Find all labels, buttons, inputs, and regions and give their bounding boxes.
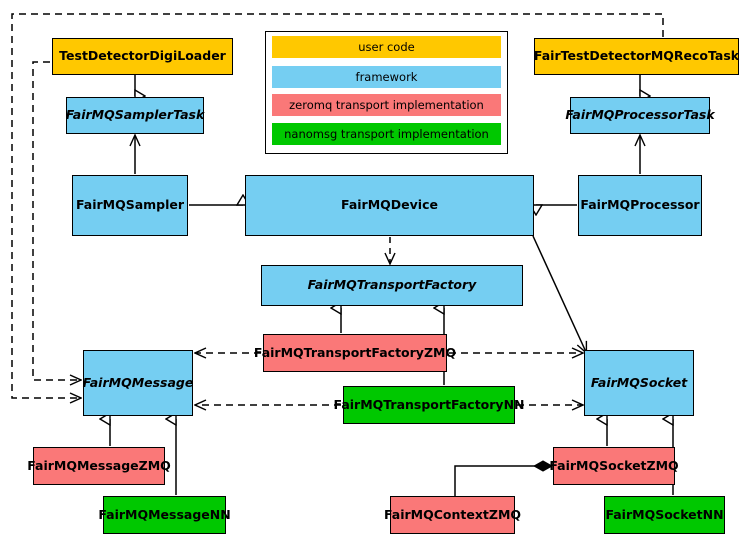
class-box-fairmqtransportfactoryzmq[interactable]: FairMQTransportFactoryZMQ: [254, 334, 456, 372]
legend-item-zeromq: zeromq transport implementation: [272, 94, 501, 116]
class-box-fairmqsamplertask[interactable]: FairMQSamplerTask: [66, 97, 204, 134]
class-box-fairmqdevice[interactable]: FairMQDevice: [245, 175, 534, 236]
class-box-fairmqmessage[interactable]: FairMQMessage: [83, 350, 193, 416]
legend-item-nanomsg: nanomsg transport implementation: [272, 123, 501, 145]
edge-contextzmq-socketzmq: [454, 466, 552, 496]
class-box-fairmqsocketzmq[interactable]: FairMQSocketZMQ: [549, 447, 679, 485]
class-box-fairmqsocketnn[interactable]: FairMQSocketNN: [604, 496, 725, 534]
class-box-fairmqprocessortask[interactable]: FairMQProcessorTask: [565, 97, 715, 134]
edge-recotask-message: [11, 13, 664, 398]
class-box-fairmqmessagezmq[interactable]: FairMQMessageZMQ: [27, 447, 171, 485]
class-box-fairmqsocket[interactable]: FairMQSocket: [584, 350, 694, 416]
legend-item-user-code: user code: [272, 36, 501, 58]
class-box-testdetectordigiloader[interactable]: TestDetectorDigiLoader: [52, 38, 233, 75]
class-box-fairmqsampler[interactable]: FairMQSampler: [72, 175, 188, 236]
legend-item-framework: framework: [272, 66, 501, 88]
class-box-fairmqtransportfactorynn[interactable]: FairMQTransportFactoryNN: [334, 386, 525, 424]
class-box-fairmqtransportfactory[interactable]: FairMQTransportFactory: [261, 265, 523, 306]
class-box-fairmqmessagenn[interactable]: FairMQMessageNN: [98, 496, 231, 534]
edge-device-socket: [532, 235, 586, 352]
class-box-fairtestdetectormqrecotask[interactable]: FairTestDetectorMQRecoTask: [534, 38, 739, 75]
class-box-fairmqcontextzmq[interactable]: FairMQContextZMQ: [384, 496, 521, 534]
class-box-fairmqprocessor[interactable]: FairMQProcessor: [578, 175, 702, 236]
